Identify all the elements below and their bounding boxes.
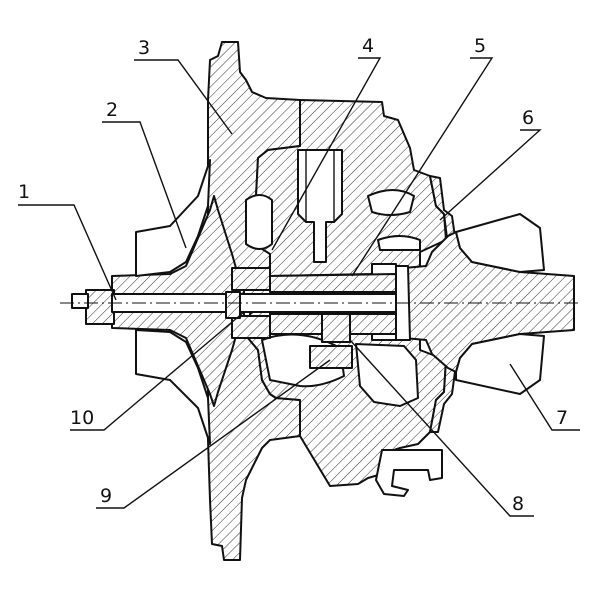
- floating-bearing-sleeve: [269, 273, 397, 293]
- leader-line-8: [349, 339, 534, 517]
- callout-label-8: 8: [512, 493, 524, 515]
- callout-label-1: 1: [18, 181, 30, 203]
- leader-line-5: [351, 57, 494, 277]
- leader-line-9: [96, 359, 331, 509]
- leader-line-3: [134, 59, 233, 135]
- callout-label-3: 3: [138, 37, 150, 59]
- callout-label-10: 10: [70, 407, 94, 429]
- leader-line-7: [509, 363, 580, 431]
- callout-label-9: 9: [100, 485, 112, 507]
- leader-line-4: [271, 57, 382, 251]
- bearing-locating-pin: [321, 313, 351, 343]
- oil-drain-flange: [375, 449, 443, 497]
- thrust-collar-lower: [231, 315, 271, 339]
- oil-gallery-left: [245, 194, 273, 250]
- callout-label-2: 2: [106, 99, 118, 121]
- oil-inlet-bore: [297, 149, 343, 263]
- leader-line-2: [102, 121, 187, 249]
- leader-line-1: [18, 204, 117, 301]
- turbine-blade-lower: [455, 333, 545, 395]
- callout-label-4: 4: [362, 35, 374, 57]
- oil-outlet-plug: [309, 345, 353, 369]
- turbine-wheel: [403, 231, 575, 373]
- leader-line-10: [70, 311, 245, 431]
- leader-line-6: [439, 129, 542, 221]
- callout-label-5: 5: [474, 35, 486, 57]
- seal-ring: [225, 291, 241, 319]
- oil-gallery-upper: [367, 189, 415, 216]
- oil-gallery-mid: [377, 235, 421, 251]
- heat-shield-lower: [429, 359, 457, 433]
- compressor-inlet-shroud: [135, 159, 211, 277]
- callout-label-7: 7: [556, 407, 568, 429]
- thrust-collar: [231, 267, 271, 291]
- shaft-tip: [71, 293, 89, 309]
- oil-drain-right: [355, 343, 419, 407]
- turbine-blade-upper: [455, 213, 545, 273]
- callout-label-6: 6: [522, 107, 534, 129]
- compressor-inlet-shroud-lower: [135, 329, 211, 445]
- lock-nut: [85, 289, 115, 325]
